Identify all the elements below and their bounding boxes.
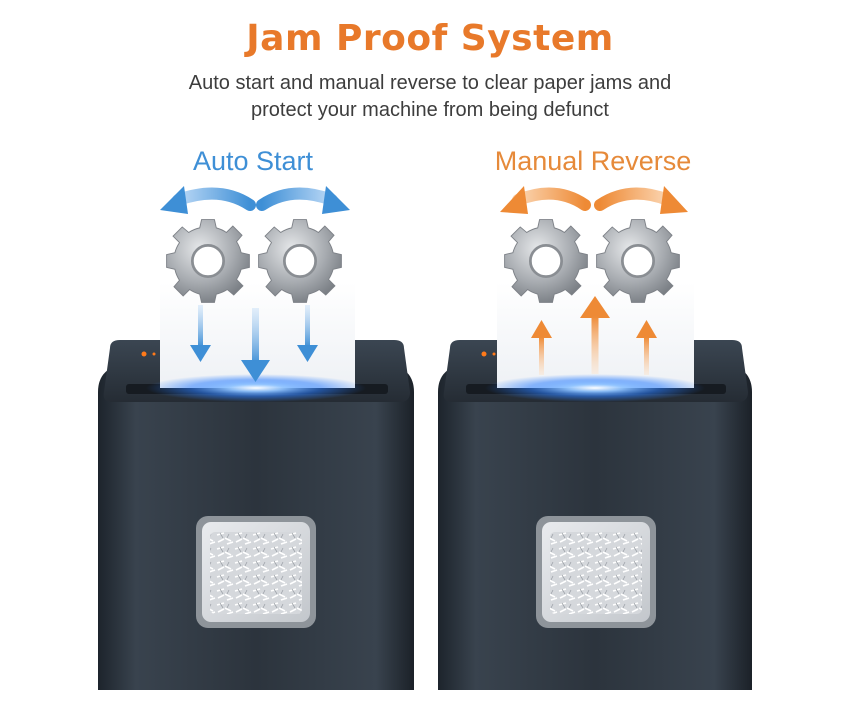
auto-start-panel: [98, 186, 414, 690]
gear-icon: [595, 218, 681, 304]
slot-glow: [485, 374, 705, 402]
bin-window: [536, 516, 656, 628]
manual-reverse-panel: [438, 186, 752, 690]
page-title: Jam Proof System: [246, 18, 614, 59]
gear-icon: [503, 218, 589, 304]
bin-window: [196, 516, 316, 628]
gear-icon: [257, 218, 343, 304]
subtitle-line-1: Auto start and manual reverse to clear p…: [188, 72, 672, 94]
gear-icon: [165, 218, 251, 304]
feed-arrow-icon: [190, 305, 318, 382]
rotate-arrow-icon: [160, 186, 350, 214]
rotate-arrow-icon: [500, 186, 688, 214]
subtitle-line-2: protect your machine from being defunct: [251, 99, 609, 121]
manual-reverse-label: Manual Reverse: [494, 146, 692, 176]
page-subtitle: Auto start and manual reverse to clear p…: [130, 70, 730, 124]
auto-start-label: Auto Start: [192, 146, 314, 176]
slot-glow: [146, 374, 366, 402]
feed-arrow-icon: [531, 296, 657, 375]
